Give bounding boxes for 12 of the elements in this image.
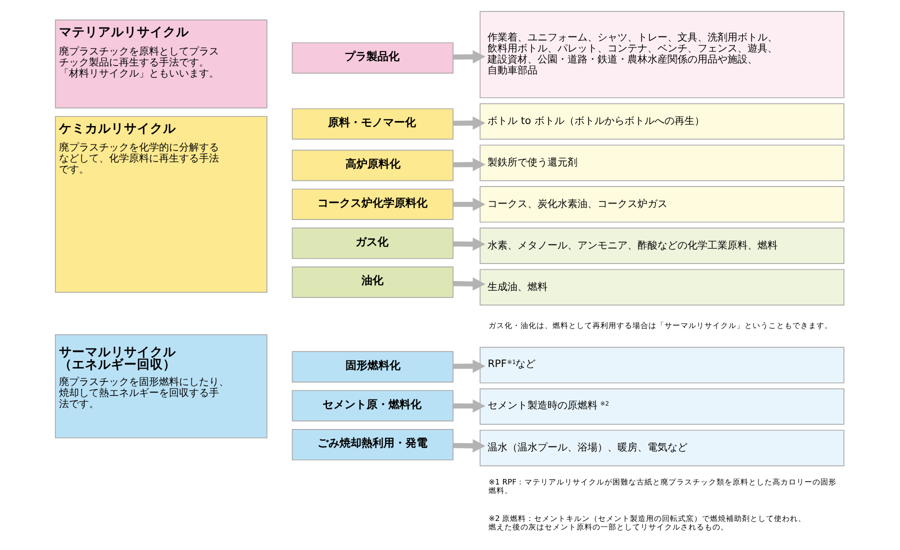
- arrow: [452, 238, 485, 251]
- label: ※2 原燃料：セメントキルン（セメント製造用の回転式窯）で燃焼補助剤として使われ、燃えた後の灰はセメント原料の一部としてリサイクルされるもの。: [488, 514, 806, 532]
- arrow: [452, 116, 485, 130]
- arrow: [452, 158, 485, 172]
- arrow: [452, 360, 485, 373]
- label: ※1 RPF：マテリアルリサイクルが困難な古紙と廃プラスチック類を原料とした高カロリーの固形燃料。: [488, 478, 836, 496]
- arrow: [452, 198, 485, 211]
- arrow: [452, 50, 485, 64]
- arrow: [452, 277, 485, 291]
- arrow: [452, 399, 485, 413]
- label: ガス化・油化は、燃料として再利用する場合は「サーマルリサイクル」ということもできます。: [488, 321, 832, 330]
- arrow: [452, 439, 485, 452]
